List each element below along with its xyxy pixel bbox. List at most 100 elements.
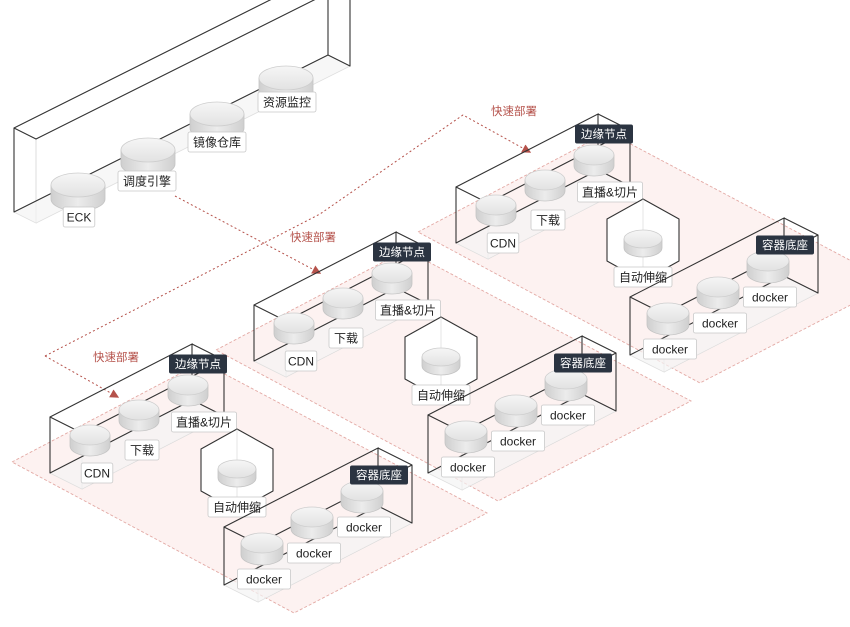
edge-group-bottom-autoscale — [200, 428, 274, 512]
edge-group-bottom-live-label-text: 直播&切片 — [176, 415, 232, 429]
edge-group-top-docker-label-0-bg — [643, 338, 698, 360]
edge-group-middle-live-label-text: 直播&切片 — [380, 303, 436, 317]
edge-group-middle-container-box-top-edge — [581, 335, 617, 354]
deploy-arrow-top-label: 快速部署 — [491, 104, 537, 118]
edge-group-top-container-box: docker docker docker 容器底座 — [629, 217, 819, 373]
edge-group-bottom-edge-node-2 — [167, 374, 209, 407]
edge-group-top-autoscale-label: 自动伸缩 — [613, 266, 673, 288]
edge-group-top-docker-label-2: docker — [743, 286, 798, 308]
edge-group-middle-live-label-bg — [374, 299, 441, 321]
edge-group-bottom-edge-title-text: 边缘节点 — [175, 358, 221, 371]
boxes-layer: ECK调度引擎镜像仓库资源监控CDN下载直播&切片边缘节点自动伸缩dockerd… — [13, 0, 819, 603]
edge-group-top-docker-label-1: docker — [693, 312, 748, 334]
edge-group-bottom-docker-node-0-top — [240, 532, 284, 554]
edge-group-bottom-autoscale-label-text: 自动伸缩 — [213, 499, 261, 514]
edge-group-bottom-download-label-text: 下载 — [130, 443, 154, 457]
edge-group-bottom-docker-label-1: docker — [286, 542, 341, 564]
edge-group-middle-edge-title-bg — [373, 242, 431, 262]
edge-group-middle-container-title-bg — [554, 353, 612, 373]
edge-group-middle-edge-title-text: 边缘节点 — [379, 246, 425, 259]
edge-group-bottom-docker-label-2-text: docker — [346, 520, 382, 534]
edge-group-middle-docker-label-0-bg — [440, 456, 495, 478]
edge-group-bottom-autoscale-label-bg — [207, 496, 267, 518]
edge-group-bottom-download-label: 下载 — [124, 439, 160, 461]
edge-group-bottom-docker-label-2: docker — [336, 516, 391, 538]
edge-group-bottom-edge-node-1 — [118, 399, 160, 432]
edge-group-middle-autoscale-node-top — [421, 347, 461, 367]
deploy-arrow-bottom-label: 快速部署 — [93, 350, 139, 364]
edge-group-middle-autoscale-label-text: 自动伸缩 — [417, 387, 465, 402]
edge-group-bottom-docker-label-0-text: docker — [246, 572, 282, 586]
edge-group-middle-autoscale-node — [421, 347, 461, 376]
edge-group-top-autoscale-node-top — [623, 229, 663, 249]
central-node-1-top — [120, 137, 176, 163]
edge-group-middle-cdn-label-bg — [284, 350, 318, 372]
central-scheduler-label: 调度引擎 — [117, 170, 177, 192]
edge-group-top-edge-node-0 — [475, 194, 517, 227]
edge-group-bottom-docker-node-0 — [240, 532, 284, 566]
edge-group-top-autoscale-label-bg — [613, 266, 673, 288]
edge-group-middle-docker-label-0-text: docker — [450, 460, 486, 474]
edge-group-bottom-edge-node-1-top — [118, 399, 160, 421]
edge-group-middle-docker-label-2-text: docker — [550, 408, 586, 422]
edge-group-middle-docker-label-1-text: docker — [500, 434, 536, 448]
edge-group-top-download-label-text: 下载 — [536, 213, 560, 227]
edge-group-bottom-docker-node-1 — [290, 506, 334, 540]
edge-group-top-autoscale-node — [623, 229, 663, 258]
edge-group-bottom-docker-label-0-bg — [236, 568, 291, 590]
edge-group-bottom-autoscale-label: 自动伸缩 — [207, 496, 267, 518]
edge-group-bottom-edge-title: 边缘节点 — [169, 354, 227, 374]
edge-group-top-edge-node-1-top — [524, 169, 566, 191]
edge-group-middle-edge-node-1 — [322, 287, 364, 320]
edge-group-bottom-docker-label-1-bg — [286, 542, 341, 564]
edge-group-top-docker-label-0: docker — [643, 338, 698, 360]
edge-group-middle-edge-node-0-top — [273, 312, 315, 334]
edge-group-bottom-container-box-top-edge — [377, 447, 413, 466]
edge-group-top-live-label: 直播&切片 — [577, 181, 644, 203]
edge-group-top-edge-node-0-top — [475, 194, 517, 216]
edge-group-middle-edge-node-1-top — [322, 287, 364, 309]
edge-group-middle-docker-label-0: docker — [440, 456, 495, 478]
edge-group-middle-edge-node-0 — [273, 312, 315, 345]
edge-group-bottom-live-label: 直播&切片 — [170, 411, 237, 433]
edge-group-middle-edge-node-2-top — [371, 262, 413, 284]
central-monitor-label-text: 资源监控 — [263, 95, 311, 109]
edge-group-bottom-live-label-bg — [170, 411, 237, 433]
edge-group-middle-docker-label-1: docker — [490, 430, 545, 452]
edge-group-bottom-docker-label-2-bg — [336, 516, 391, 538]
edge-group-bottom-autoscale-node — [217, 459, 257, 488]
edge-group-top-edge-title: 边缘节点 — [575, 124, 633, 144]
edge-group-bottom-container-box: docker docker docker 容器底座 — [223, 447, 413, 603]
edge-group-top-docker-label-1-bg — [693, 312, 748, 334]
edge-group-top-docker-node-0 — [646, 302, 690, 336]
edge-group-top-container-title-bg — [756, 235, 814, 255]
edge-group-top-container-title: 容器底座 — [756, 235, 814, 255]
central-monitor-label: 资源监控 — [257, 91, 317, 113]
central-registry-label: 镜像仓库 — [187, 131, 247, 153]
edge-group-top-live-label-bg — [577, 181, 644, 203]
edge-group-top-edge-node-2-top — [573, 144, 615, 166]
edge-group-bottom-docker-label-0: docker — [236, 568, 291, 590]
edge-group-top-download-label: 下载 — [530, 209, 566, 231]
edge-group-top-docker-label-2-text: docker — [752, 290, 788, 304]
edge-group-top-edge-box: CDN 下载 直播&切片 边缘节点 — [455, 113, 644, 260]
edge-group-top-docker-node-2 — [746, 250, 790, 284]
edge-group-middle-edge-node-2 — [371, 262, 413, 295]
edge-group-top-cdn-label: CDN — [486, 232, 520, 254]
central-scheduler-label-text: 调度引擎 — [123, 173, 171, 188]
deploy-arrow-middle-label: 快速部署 — [290, 230, 336, 244]
edge-group-middle-docker-node-2 — [544, 368, 588, 402]
edge-group-middle-autoscale-label-bg — [411, 384, 471, 406]
deploy-arrow-top-line — [44, 114, 532, 357]
edge-group-middle-docker-node-0 — [444, 420, 488, 454]
edge-group-top-edge-node-1 — [524, 169, 566, 202]
edge-group-middle-autoscale-label: 自动伸缩 — [411, 384, 471, 406]
central-node-2-top — [189, 101, 245, 127]
edge-group-bottom-container-title-text: 容器底座 — [356, 468, 402, 482]
edge-group-middle-edge-title: 边缘节点 — [373, 242, 431, 262]
